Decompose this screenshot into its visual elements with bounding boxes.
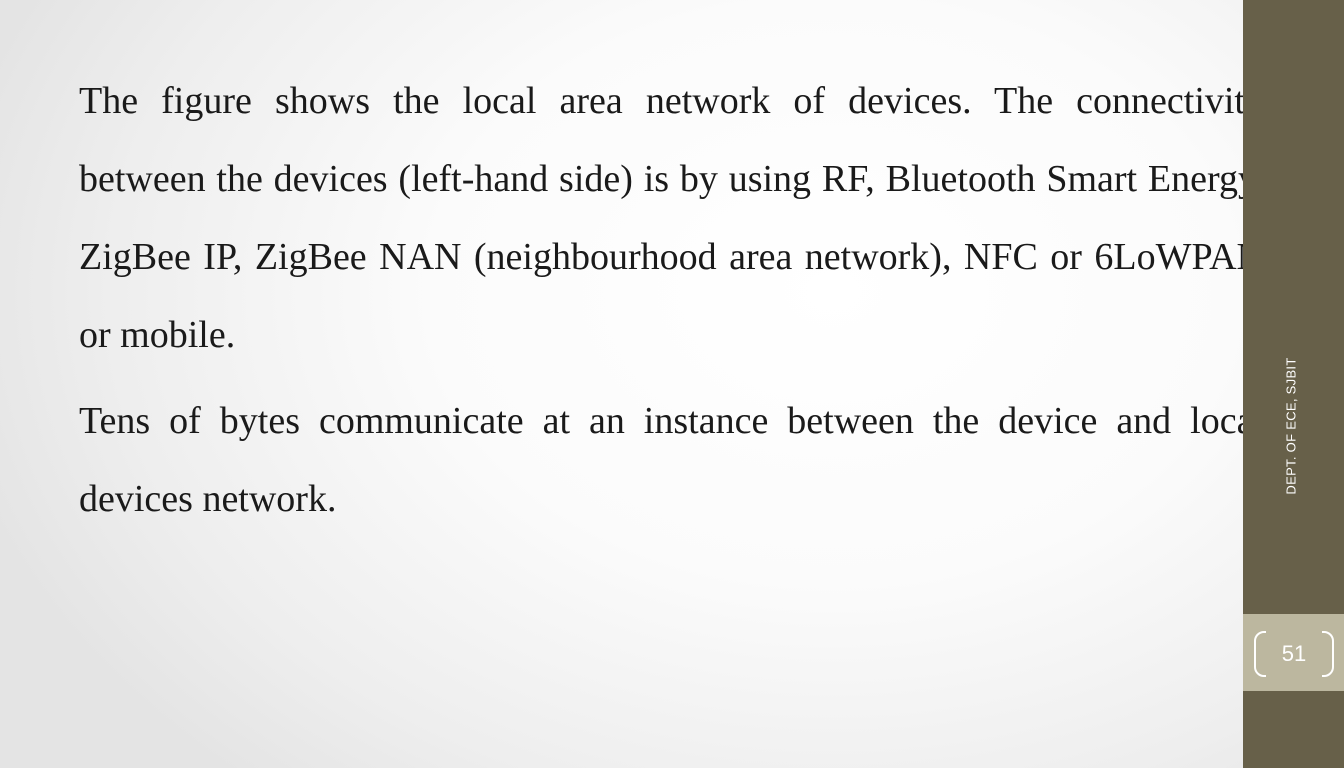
page-number-band [1243, 614, 1344, 691]
bracket-gap-top [1266, 629, 1322, 633]
page-number: 51 [1281, 641, 1307, 666]
bracket-gap-bottom [1266, 673, 1322, 677]
body-paragraph: The figure shows the local area network … [79, 80, 1264, 356]
body-paragraph: Tens of bytes communicate at an instance… [79, 400, 1264, 520]
footer-text: DEPT. OF ECE, SJBIT [1283, 357, 1299, 495]
slide-body: The figure shows the local area network … [79, 62, 1264, 546]
